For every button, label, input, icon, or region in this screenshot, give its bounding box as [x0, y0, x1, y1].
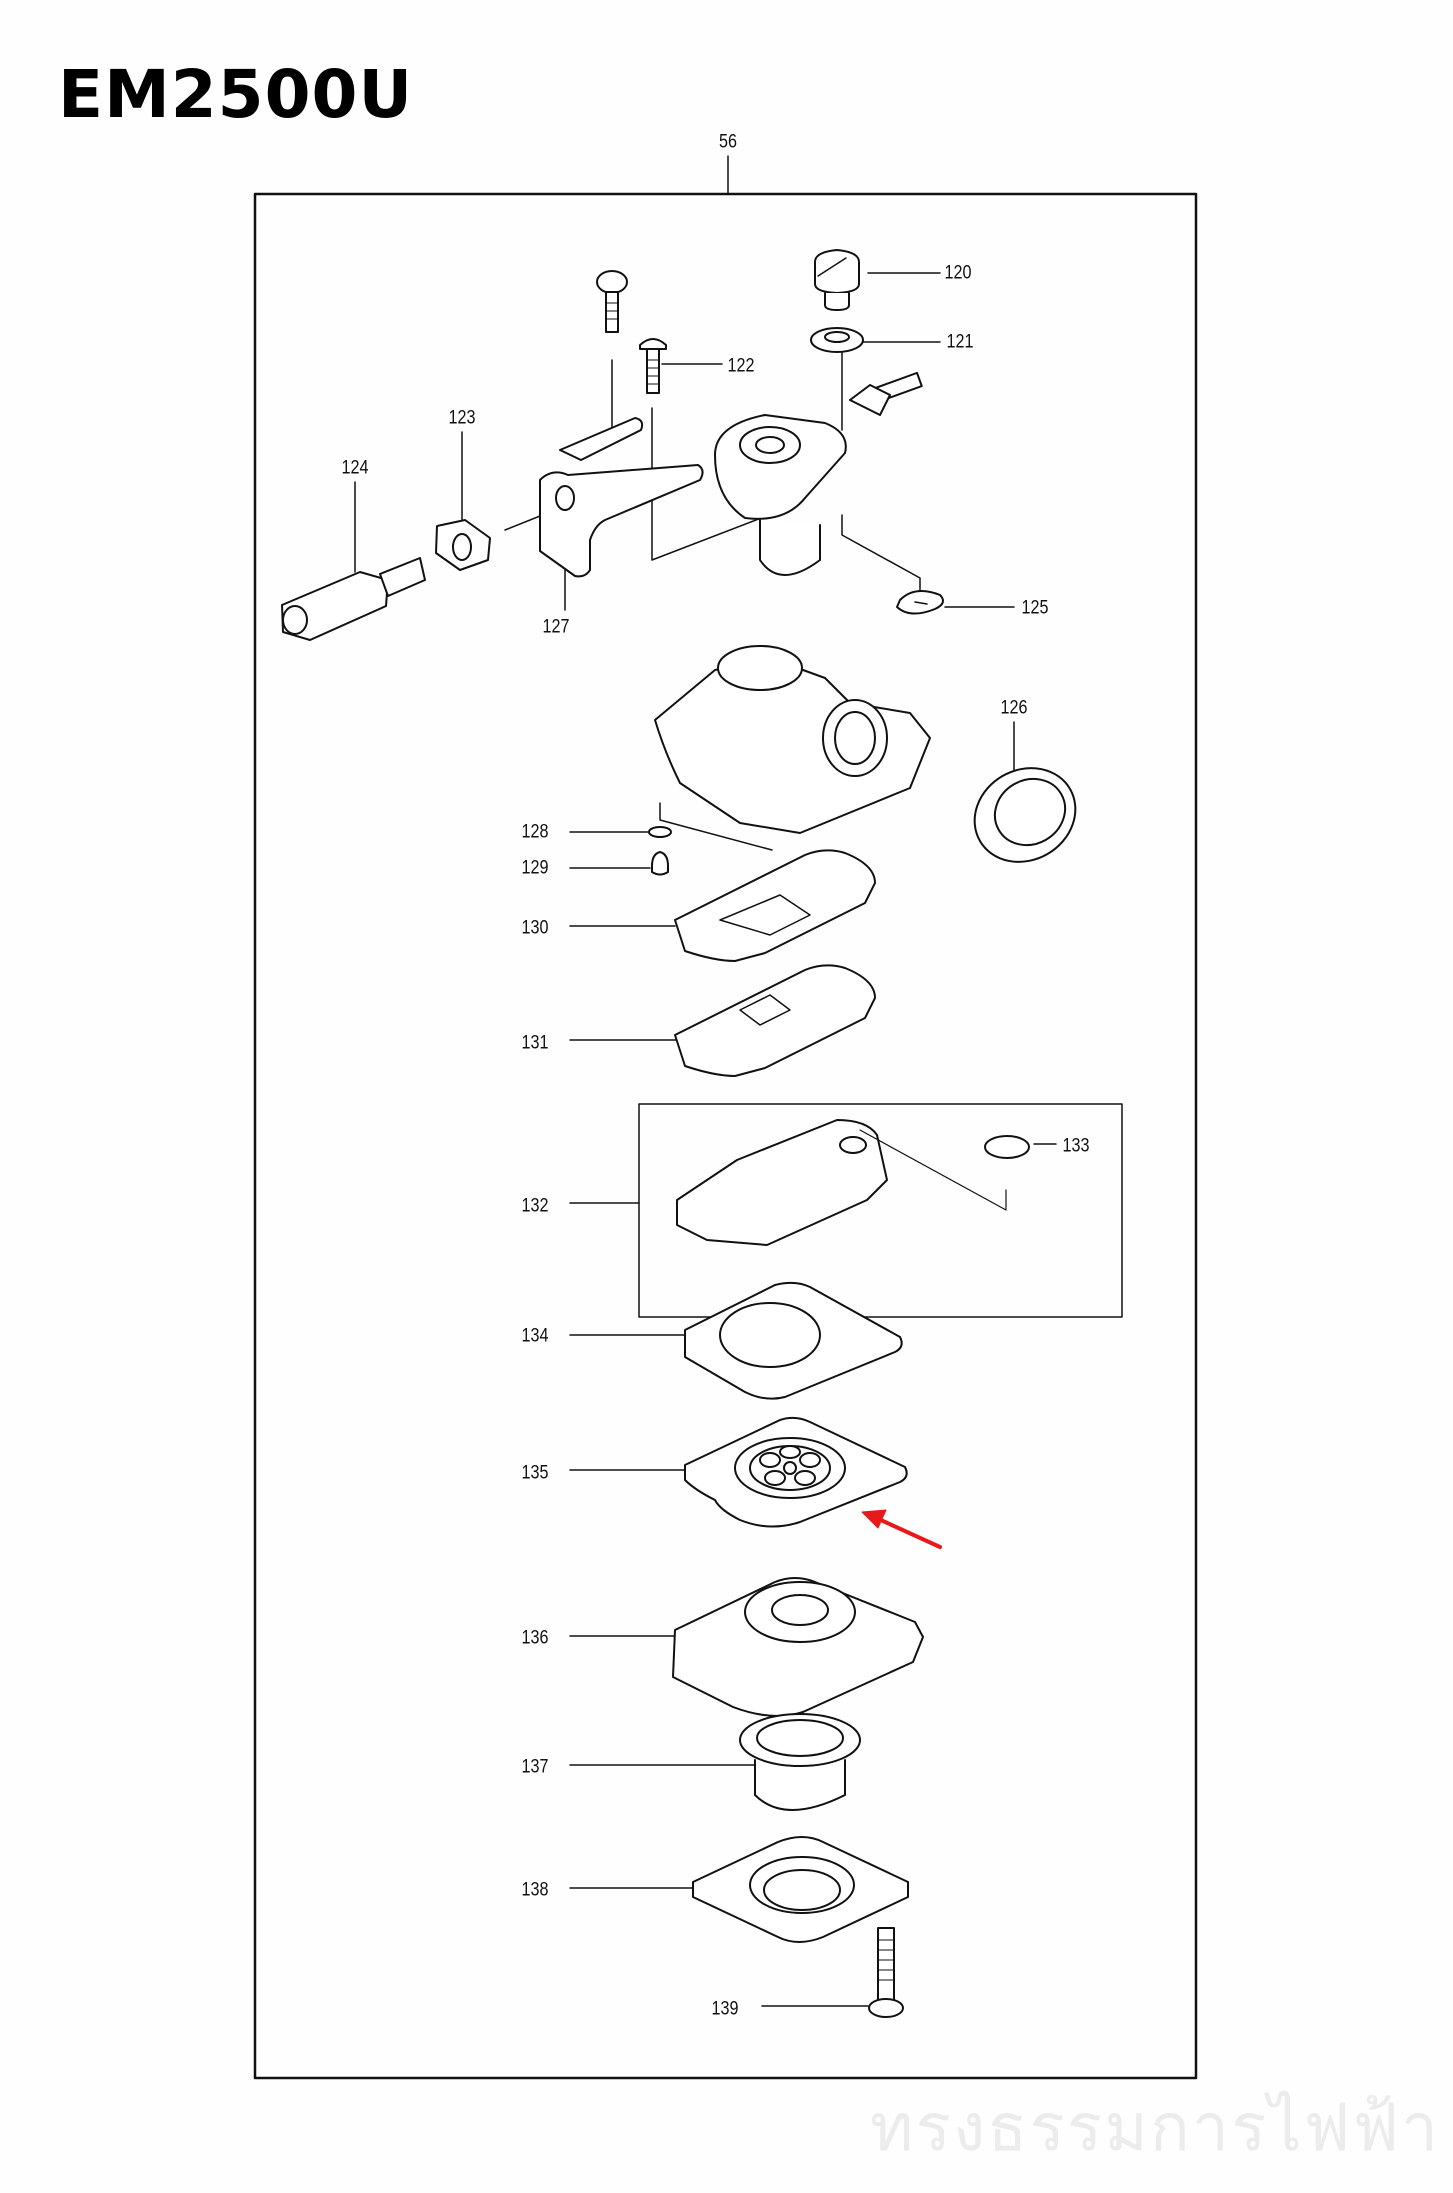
- part-label-134[interactable]: 134: [521, 1325, 549, 1347]
- part-label-127[interactable]: 127: [542, 616, 570, 638]
- part-133-cap[interactable]: [984, 1135, 1030, 1159]
- part-130-gasket[interactable]: [674, 849, 876, 962]
- part-136-pump-cover[interactable]: [672, 1577, 924, 1717]
- part-label-135[interactable]: 135: [521, 1462, 549, 1484]
- part-137-primer-cup[interactable]: [739, 1713, 861, 1811]
- part-128-o-ring[interactable]: [648, 826, 672, 838]
- part-129-valve-seat[interactable]: [651, 851, 669, 876]
- part-139-screw[interactable]: [868, 1927, 904, 2018]
- part-127-bracket[interactable]: [539, 417, 704, 578]
- part-choke-assembly[interactable]: [714, 371, 923, 576]
- part-120-idle-screw-knob[interactable]: [814, 249, 860, 311]
- part-132-pump-body[interactable]: [676, 1119, 888, 1246]
- subassembly-132-frame: [638, 1103, 1123, 1318]
- part-125-e-clip[interactable]: [896, 590, 945, 615]
- part-label-126[interactable]: 126: [1000, 697, 1028, 719]
- part-label-133[interactable]: 133: [1062, 1135, 1090, 1157]
- part-label-138[interactable]: 138: [521, 1879, 549, 1901]
- model-title: EM2500U: [58, 56, 414, 133]
- part-label-130[interactable]: 130: [521, 917, 549, 939]
- assembly-label-56: 56: [719, 131, 737, 153]
- highlight-arrow: [861, 1509, 942, 1549]
- part-label-121[interactable]: 121: [946, 331, 974, 353]
- part-126-seal-ring[interactable]: [957, 750, 1092, 880]
- watermark: ทรงธรรมการไฟฟ้า: [870, 2089, 1441, 2166]
- part-134-gasket[interactable]: [684, 1281, 903, 1400]
- part-label-136[interactable]: 136: [521, 1627, 549, 1649]
- part-124-adjust-rod[interactable]: [281, 557, 426, 641]
- part-label-139[interactable]: 139: [711, 1998, 739, 2020]
- part-121-washer[interactable]: [810, 327, 864, 353]
- part-138-cover-plate[interactable]: [692, 1836, 909, 1943]
- part-label-132[interactable]: 132: [521, 1195, 549, 1217]
- part-label-124[interactable]: 124: [341, 457, 369, 479]
- part-label-131[interactable]: 131: [521, 1032, 549, 1054]
- part-label-129[interactable]: 129: [521, 857, 549, 879]
- part-label-125[interactable]: 125: [1021, 597, 1049, 619]
- part-123-hex-nut[interactable]: [435, 519, 491, 571]
- part-label-120[interactable]: 120: [944, 262, 972, 284]
- assembly-frame: [253, 192, 1198, 2080]
- part-label-122[interactable]: 122: [727, 355, 755, 377]
- part-131-plate[interactable]: [674, 964, 876, 1077]
- part-upper-screw[interactable]: [596, 270, 628, 333]
- part-carburetor-body[interactable]: [654, 645, 931, 834]
- part-label-123[interactable]: 123: [448, 407, 476, 429]
- part-135-diaphragm[interactable]: [684, 1416, 908, 1528]
- part-122-screw[interactable]: [639, 338, 667, 394]
- part-label-137[interactable]: 137: [521, 1756, 549, 1778]
- part-label-128[interactable]: 128: [521, 821, 549, 843]
